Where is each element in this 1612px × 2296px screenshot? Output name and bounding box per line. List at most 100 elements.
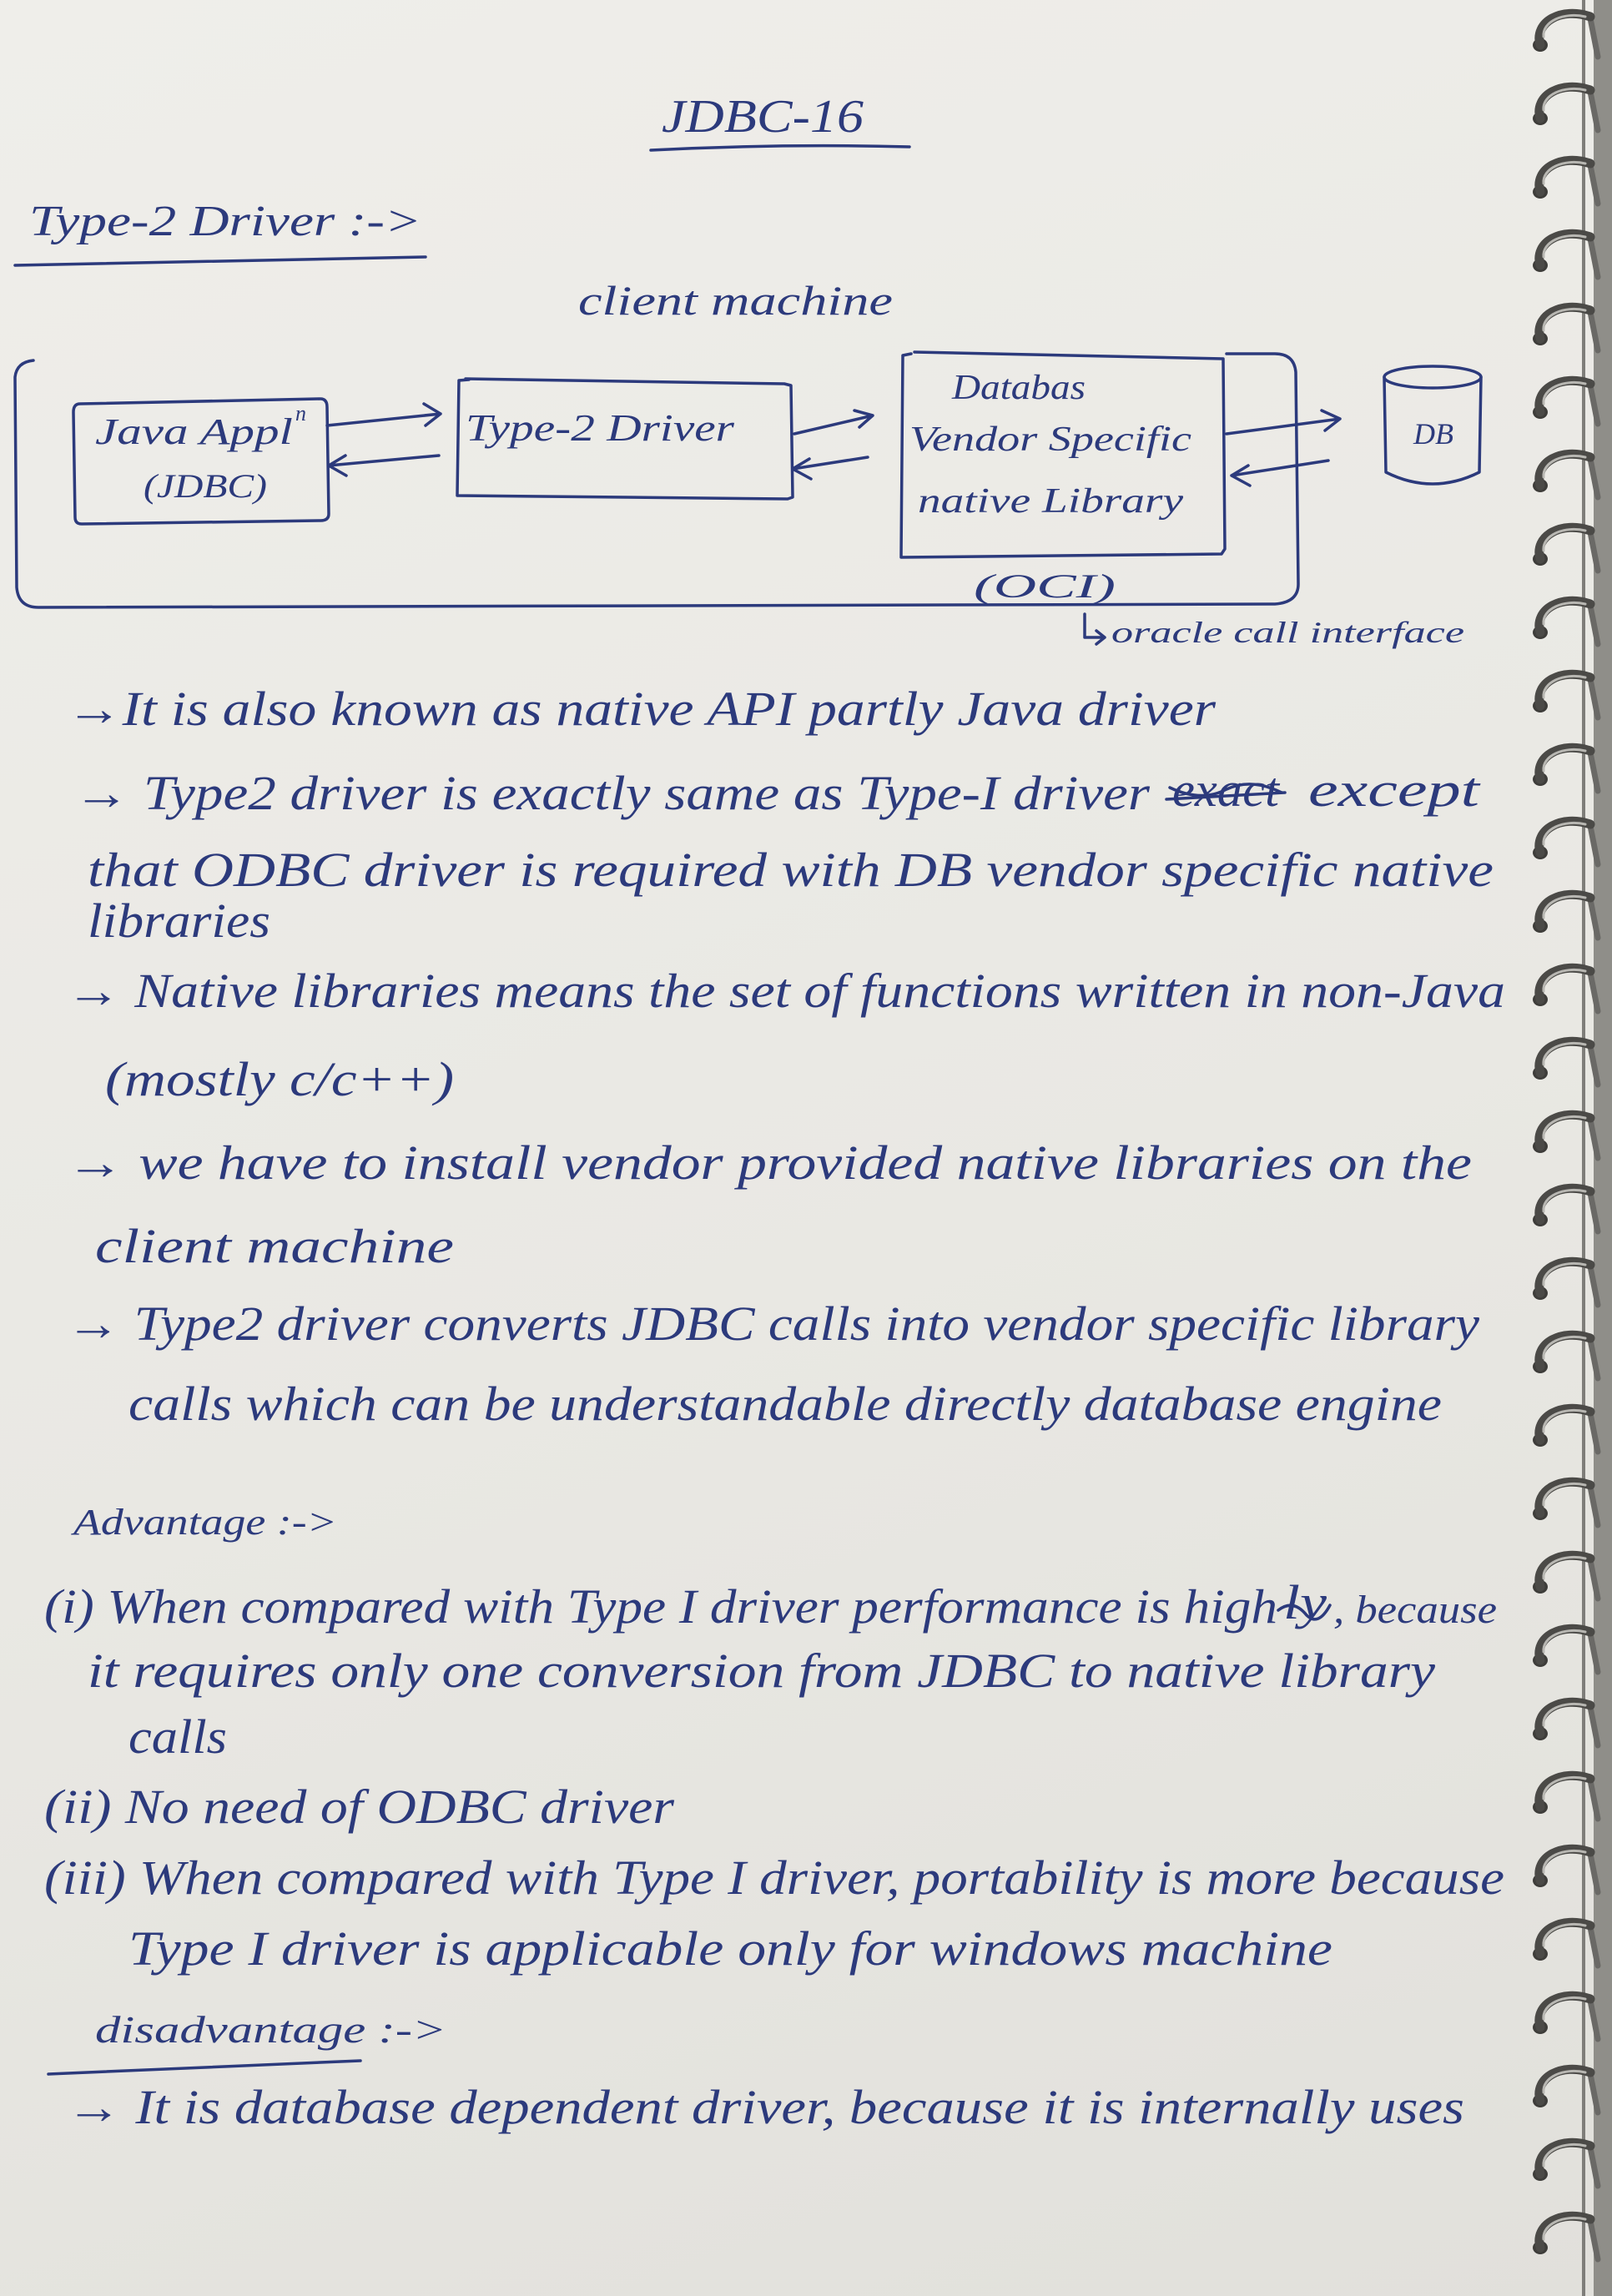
spiral-ring-back bbox=[1587, 1043, 1601, 1088]
spiral-ring-highlight bbox=[1542, 1483, 1587, 1507]
spiral-ring-back bbox=[1587, 1557, 1601, 1602]
advantage-line: Type I driver is applicable only for win… bbox=[128, 1921, 1332, 1976]
spiral-ring-highlight bbox=[1542, 1629, 1587, 1654]
arrows-java-driver bbox=[325, 402, 442, 477]
arrow-right-icon bbox=[1225, 409, 1342, 436]
spiral-ring bbox=[1534, 8, 1595, 50]
spiral-ring-highlight bbox=[1542, 1336, 1587, 1360]
note-line: client machine bbox=[95, 1219, 454, 1273]
spiral-ring bbox=[1534, 155, 1595, 197]
disadvantages-section: disadvantage :-> → It is database depend… bbox=[47, 2008, 1464, 2134]
spiral-ring-back bbox=[1587, 235, 1601, 280]
advantages-heading: Advantage :-> bbox=[70, 1502, 337, 1543]
note-line: that ODBC driver is required with DB ven… bbox=[88, 843, 1494, 897]
type2-driver-label: Type-2 Driver bbox=[466, 406, 735, 449]
spiral-ring-back bbox=[1587, 382, 1601, 427]
spiral-ring bbox=[1534, 375, 1595, 417]
spiral-binding bbox=[1533, 0, 1612, 2296]
java-app-label: Java Appl bbox=[95, 411, 293, 452]
spiral-ring-back bbox=[1587, 456, 1601, 501]
spiral-ring-back bbox=[1587, 1924, 1601, 1969]
spiral-ring bbox=[1534, 1183, 1595, 1225]
strike-through bbox=[1165, 783, 1287, 801]
disadvantages-heading-underline bbox=[47, 2059, 362, 2076]
type2-driver-box bbox=[456, 377, 794, 501]
advantage-line: (ii) No need of ODBC driver bbox=[44, 1780, 674, 1834]
spiral-ring-highlight bbox=[1542, 1776, 1587, 1800]
spiral-ring-highlight bbox=[1542, 1409, 1587, 1433]
spiral-ring bbox=[1534, 302, 1595, 344]
page-title: JDBC-16 bbox=[662, 91, 864, 143]
spiral-ring-back bbox=[1587, 1777, 1601, 1822]
spiral-ring-highlight bbox=[1542, 528, 1587, 552]
title-underline bbox=[649, 144, 911, 152]
section-heading: Type-2 Driver :-> bbox=[29, 198, 421, 245]
spiral-ring bbox=[1534, 963, 1595, 1004]
spiral-ring bbox=[1534, 1036, 1595, 1078]
spiral-ring-highlight bbox=[1542, 748, 1587, 773]
advantage-line-continuation: , because bbox=[1333, 1588, 1497, 1632]
spiral-ring bbox=[1534, 1917, 1595, 1959]
spiral-ring-highlight bbox=[1542, 1115, 1587, 1140]
spiral-ring-highlight bbox=[1542, 675, 1587, 699]
oci-expansion: oracle call interface bbox=[1111, 616, 1464, 649]
spiral-ring bbox=[1534, 522, 1595, 564]
spiral-ring-highlight bbox=[1542, 455, 1587, 479]
spiral-ring-highlight bbox=[1542, 14, 1587, 38]
spiral-ring-highlight bbox=[1542, 822, 1587, 846]
note-line: calls which can be understandable direct… bbox=[128, 1377, 1442, 1431]
spiral-ring-highlight bbox=[1542, 1556, 1587, 1580]
spiral-ring bbox=[1534, 2137, 1595, 2179]
spiral-ring bbox=[1534, 816, 1595, 858]
spiral-ring-highlight bbox=[1542, 1703, 1587, 1727]
java-app-api-label: (JDBC) bbox=[144, 467, 267, 505]
spiral-ring-highlight bbox=[1542, 2217, 1587, 2241]
database-label: DB bbox=[1413, 417, 1453, 451]
note-line: (mostly c/c++) bbox=[105, 1052, 454, 1106]
spiral-ring bbox=[1534, 889, 1595, 931]
native-library-line-2: Vendor Specific bbox=[909, 420, 1191, 459]
spiral-ring-back bbox=[1587, 823, 1601, 868]
database-cylinder: DB bbox=[1383, 365, 1483, 486]
spiral-ring-back bbox=[1587, 1704, 1601, 1749]
spiral-ring-back bbox=[1587, 1410, 1601, 1455]
spiral-ring-back bbox=[1587, 1997, 1601, 2042]
spiral-ring-back bbox=[1587, 1483, 1601, 1528]
spiral-ring bbox=[1534, 229, 1595, 270]
arrow-right-icon bbox=[793, 409, 874, 436]
arrow-right-icon bbox=[325, 402, 442, 427]
spiral-ring-highlight bbox=[1542, 2143, 1587, 2168]
disadvantage-line: → It is database dependent driver, becau… bbox=[66, 2080, 1464, 2134]
notes-points: →It is also known as native API partly J… bbox=[66, 682, 1505, 1431]
spiral-ring bbox=[1534, 596, 1595, 637]
down-right-arrow-icon bbox=[1083, 612, 1106, 646]
native-library-box bbox=[899, 350, 1227, 559]
spiral-ring-back bbox=[1587, 602, 1601, 647]
spiral-ring bbox=[1534, 2064, 1595, 2106]
arrow-left-icon bbox=[327, 454, 441, 477]
section-heading-underline bbox=[13, 255, 427, 267]
spiral-ring bbox=[1534, 1403, 1595, 1445]
title-block: JDBC-16 bbox=[649, 91, 911, 152]
spiral-ring-back bbox=[1587, 162, 1601, 207]
diagram-caption: client machine bbox=[578, 277, 893, 324]
spiral-ring-highlight bbox=[1542, 308, 1587, 332]
note-line: → we have to install vendor provided nat… bbox=[66, 1135, 1472, 1190]
spiral-ring-back bbox=[1587, 749, 1601, 794]
arrows-driver-native-library bbox=[791, 409, 874, 481]
database-cylinder-top bbox=[1383, 365, 1483, 390]
spiral-ring bbox=[1534, 1697, 1595, 1739]
binding-edge-strip bbox=[1594, 0, 1612, 2296]
spiral-ring-back bbox=[1587, 309, 1601, 354]
spiral-ring bbox=[1534, 1991, 1595, 2032]
note-line: →It is also known as native API partly J… bbox=[66, 682, 1216, 736]
advantage-line: (i) When compared with Type I driver per… bbox=[44, 1579, 1277, 1634]
note-line: → Type2 driver is exactly same as Type-I… bbox=[73, 766, 1150, 820]
spiral-ring-back bbox=[1587, 896, 1601, 941]
spiral-ring-back bbox=[1587, 2144, 1601, 2189]
spiral-ring bbox=[1534, 1844, 1595, 1886]
spiral-ring bbox=[1534, 669, 1595, 711]
spiral-ring bbox=[1534, 82, 1595, 123]
spiral-ring bbox=[1534, 449, 1595, 491]
